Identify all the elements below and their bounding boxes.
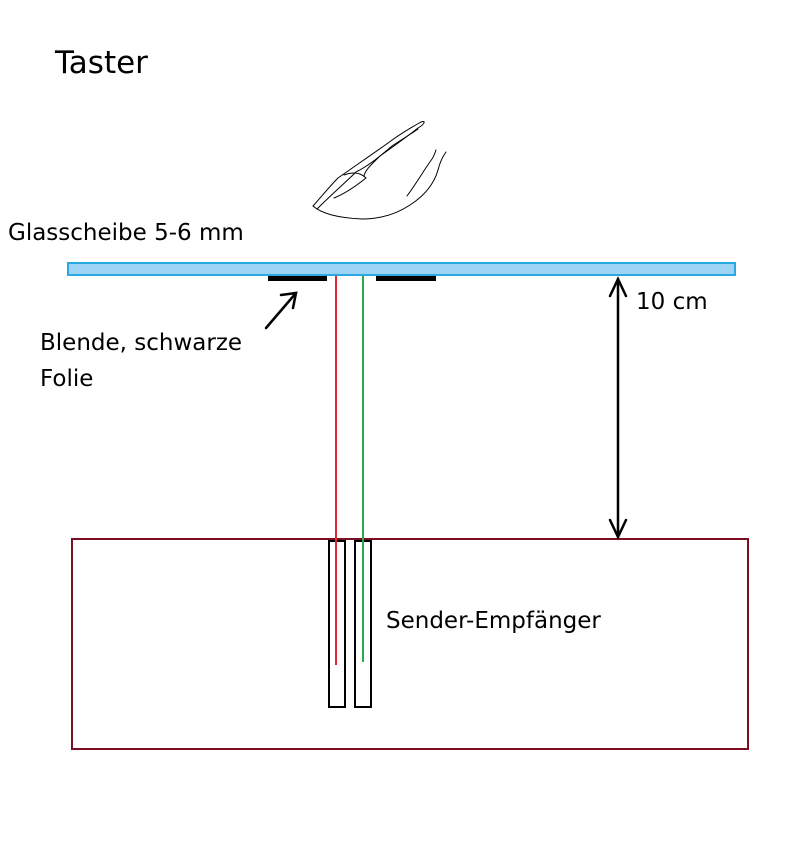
aperture-foil-left: [268, 276, 327, 281]
sensor-label: Sender-Empfänger: [386, 608, 601, 634]
distance-dimension-arrow: [608, 276, 628, 540]
foil-pointer-arrow: [264, 291, 298, 330]
diagram-title: Taster: [55, 45, 148, 81]
sensor-housing: [71, 538, 749, 750]
finger-sketch-icon: [312, 121, 447, 220]
aperture-foil-right: [376, 276, 436, 281]
glass-pane-label: Glasscheibe 5-6 mm: [8, 220, 244, 246]
aperture-foil-label-line1: Blende, schwarze: [40, 330, 243, 356]
glass-pane: [67, 262, 736, 276]
aperture-foil-label-line2: Folie: [40, 366, 94, 392]
distance-label: 10 cm: [636, 289, 708, 315]
aperture-foil-label: Blende, schwarze Folie: [40, 325, 242, 397]
